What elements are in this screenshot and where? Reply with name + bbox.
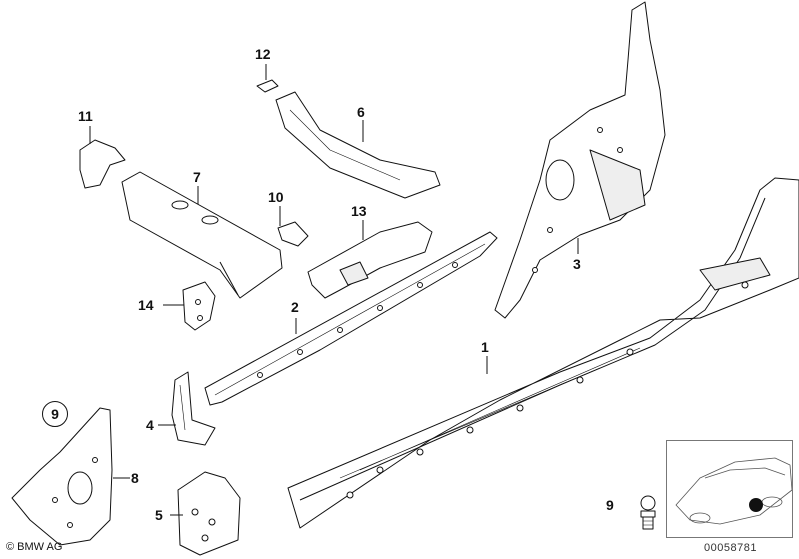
callout-14[interactable]: 14 <box>138 297 154 313</box>
callout-4[interactable]: 4 <box>146 417 154 433</box>
callout-11[interactable]: 11 <box>78 108 93 124</box>
inset-frame <box>666 440 793 538</box>
callout-9-inset[interactable]: 9 <box>606 497 614 513</box>
callout-2[interactable]: 2 <box>291 299 299 315</box>
part-9-bolt <box>640 495 656 530</box>
callout-6[interactable]: 6 <box>357 104 365 120</box>
part-6-bracket <box>275 91 441 199</box>
part-5-reinforcement <box>177 471 241 556</box>
part-7-cross-member <box>121 171 283 299</box>
inset-location-marker <box>749 498 763 512</box>
copyright-notice: © BMW AG <box>6 541 63 553</box>
callout-9-circled[interactable]: 9 <box>42 401 68 427</box>
callout-7[interactable]: 7 <box>193 169 201 185</box>
part-8-front-structure <box>11 407 113 546</box>
part-4-bracket <box>171 371 216 446</box>
part-10-bracket <box>277 221 309 247</box>
part-3-a-pillar <box>494 1 666 319</box>
part-1-side-sill <box>287 177 799 529</box>
part-14-plate <box>182 281 216 331</box>
callout-10[interactable]: 10 <box>268 189 284 205</box>
part-2-inner-rail <box>204 231 498 406</box>
callout-12[interactable]: 12 <box>255 46 271 62</box>
callout-13[interactable]: 13 <box>351 203 367 219</box>
callout-1[interactable]: 1 <box>481 339 489 355</box>
callout-3[interactable]: 3 <box>573 256 581 272</box>
part-11-bracket <box>79 139 126 189</box>
part-12-clip <box>256 79 279 93</box>
part-13-bracket <box>307 221 433 299</box>
document-number: 00058781 <box>704 542 757 554</box>
callout-5[interactable]: 5 <box>155 507 163 523</box>
callout-8[interactable]: 8 <box>131 470 139 486</box>
